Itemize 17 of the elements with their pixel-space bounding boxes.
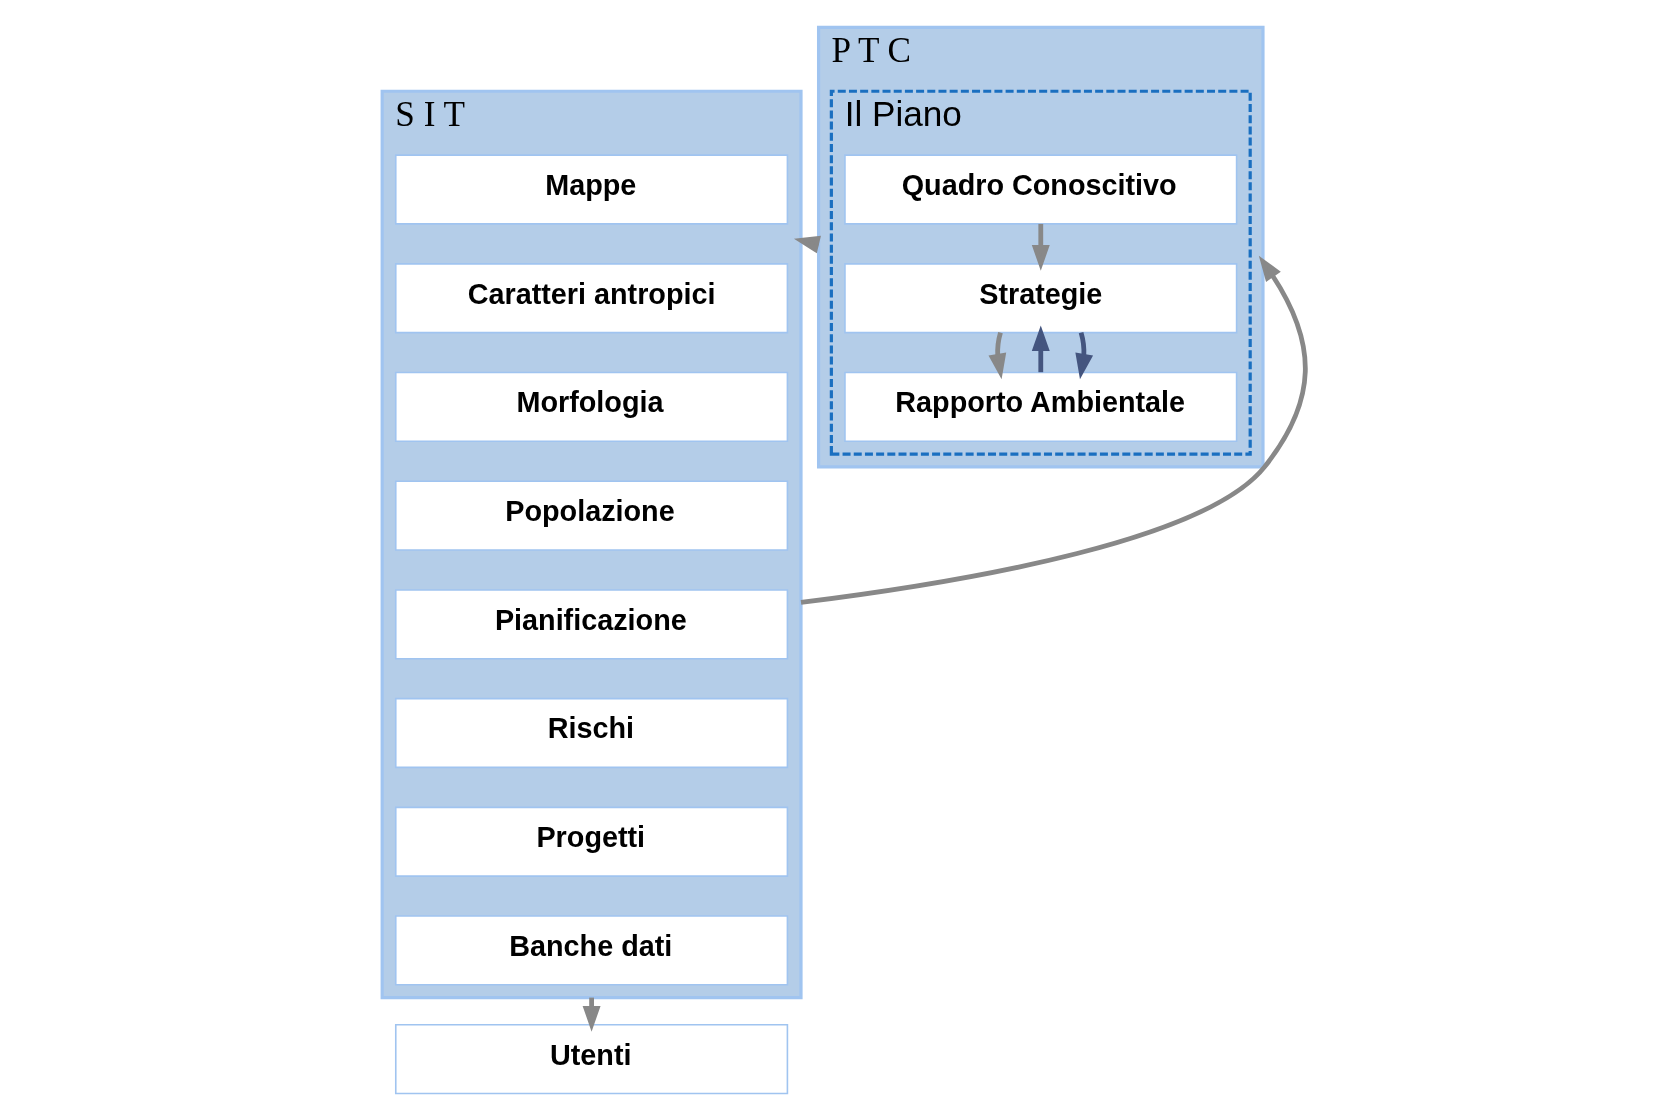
node-box: Progetti [394, 806, 789, 877]
arrow [800, 255, 1308, 605]
node-box: Utenti [394, 1023, 789, 1095]
node-box: Quadro Conoscitivo [844, 154, 1238, 225]
node-box: Pianificazione [394, 589, 789, 660]
node-box: Rischi [394, 697, 789, 769]
node-box: Morfologia [394, 371, 789, 443]
node-box: Caratteri antropici [394, 263, 789, 334]
arrow [988, 332, 1007, 380]
arrow [1031, 325, 1050, 373]
node-box: Mappe [394, 154, 789, 225]
arrow [1075, 332, 1094, 380]
arrow [1031, 223, 1050, 271]
node-box: Popolazione [394, 480, 789, 551]
node-box: Banche dati [394, 915, 789, 986]
node-box: Strategie [844, 263, 1238, 334]
node-box: Rapporto Ambientale [844, 371, 1238, 443]
